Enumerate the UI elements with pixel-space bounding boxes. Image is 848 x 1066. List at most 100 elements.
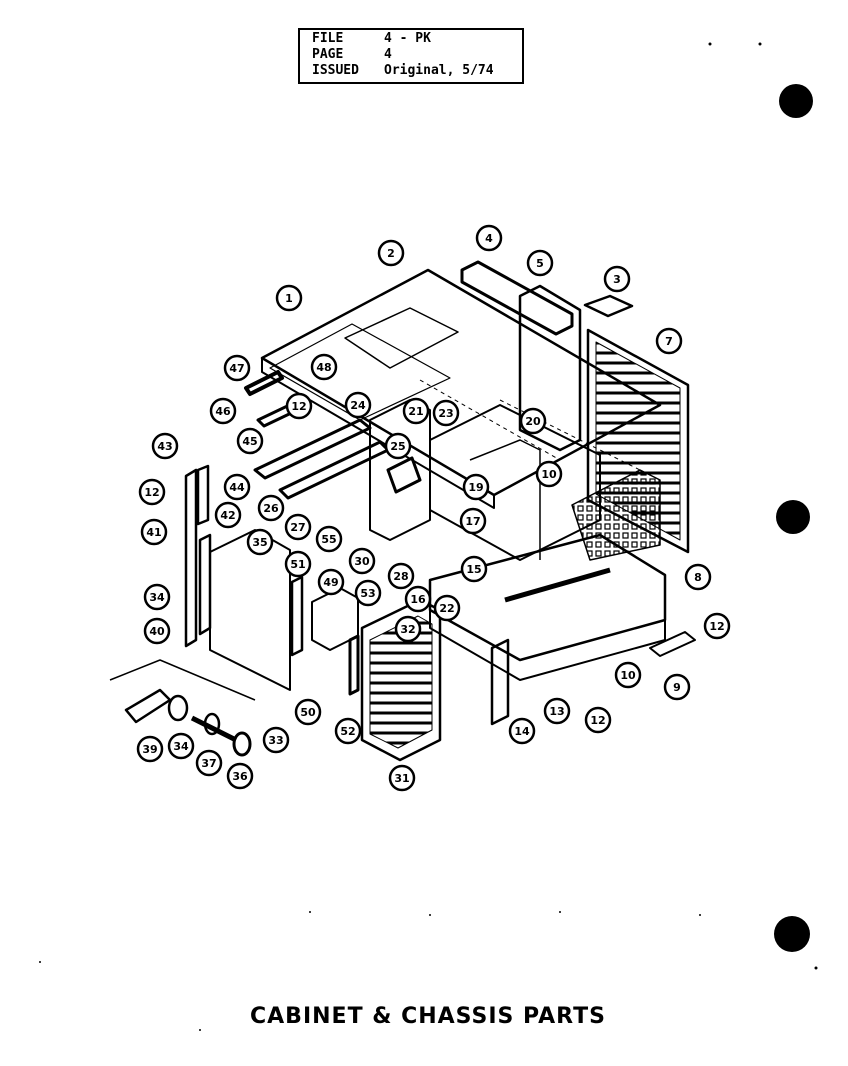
- callout-number: 50: [300, 706, 316, 719]
- side-strip-42: [198, 533, 212, 636]
- callout-43: 43: [151, 432, 179, 460]
- callout-number: 28: [393, 570, 408, 583]
- callout-35: 35: [246, 528, 274, 556]
- side-strip-43: [196, 464, 210, 526]
- bulkhead-divider: [469, 439, 541, 560]
- callout-circle: [526, 249, 554, 277]
- callout-50: 50: [294, 698, 322, 726]
- callout-circle: [584, 706, 612, 734]
- callout-circle: [317, 568, 345, 596]
- callout-25: 25: [384, 432, 412, 460]
- callout-36: 36: [226, 762, 254, 790]
- callout-circle: [432, 399, 460, 427]
- callout-number: 47: [229, 362, 244, 375]
- file-value: 4 - PK: [384, 31, 431, 46]
- rear-grille-frame: [586, 328, 690, 554]
- callout-number: 4: [485, 232, 493, 245]
- issued-label: ISSUED: [312, 63, 359, 78]
- callout-circle: [603, 265, 631, 293]
- callout-number: 5: [536, 257, 544, 270]
- callout-48: 48: [310, 353, 338, 381]
- callout-circle: [460, 555, 488, 583]
- callout-circle: [614, 661, 642, 689]
- callout-number: 34: [173, 740, 189, 753]
- callout-circle: [663, 673, 691, 701]
- control-knob-25: [386, 456, 422, 494]
- callout-circle: [315, 525, 343, 553]
- callout-circle: [143, 617, 171, 645]
- chassis-base: [428, 533, 667, 662]
- callout-circle: [195, 749, 223, 777]
- callout-circle: [519, 407, 547, 435]
- callout-number: 23: [438, 407, 453, 420]
- callout-16: 16: [404, 585, 432, 613]
- callout-number: 30: [354, 555, 370, 568]
- callout-12: 12: [285, 392, 313, 420]
- bracket-39: [124, 688, 172, 724]
- callout-52: 52: [334, 717, 362, 745]
- callout-number: 40: [149, 625, 165, 638]
- callout-10: 10: [535, 460, 563, 488]
- issued-value: Original, 5/74: [384, 63, 494, 78]
- callout-circle: [535, 460, 563, 488]
- side-panel-34: [209, 529, 291, 691]
- page-value: 4: [384, 47, 392, 62]
- callout-circle: [462, 473, 490, 501]
- callout-circle: [294, 698, 322, 726]
- callout-19: 19: [462, 473, 490, 501]
- callout-37: 37: [195, 749, 223, 777]
- callout-number: 43: [157, 440, 172, 453]
- file-label: FILE: [312, 31, 344, 46]
- callout-21: 21: [402, 397, 430, 425]
- callout-circle: [138, 478, 166, 506]
- callout-circle: [655, 327, 683, 355]
- issued-row: ISSUED Original, 5/74: [312, 64, 494, 78]
- callout-number: 48: [316, 361, 331, 374]
- callout-circle: [262, 726, 290, 754]
- callout-circle: [684, 563, 712, 591]
- scan-specks: [39, 42, 818, 1031]
- callout-46: 46: [209, 397, 237, 425]
- callout-number: 26: [263, 502, 279, 515]
- bracket-9: [649, 631, 696, 657]
- callout-7: 7: [655, 327, 683, 355]
- callout-number: 34: [149, 591, 165, 604]
- callout-34: 34: [167, 732, 195, 760]
- callout-22: 22: [433, 594, 461, 622]
- callout-26: 26: [257, 494, 285, 522]
- callout-circle: [136, 735, 164, 763]
- callout-number: 13: [549, 705, 564, 718]
- callout-number: 24: [350, 399, 366, 412]
- callout-circle: [223, 354, 251, 382]
- callout-23: 23: [432, 399, 460, 427]
- callout-number: 46: [215, 405, 231, 418]
- side-strip-41: [184, 468, 198, 648]
- callout-circle: [236, 427, 264, 455]
- strip-51: [290, 575, 304, 657]
- callout-number: 9: [673, 681, 681, 694]
- rail-47: [244, 370, 284, 396]
- callout-number: 55: [321, 533, 336, 546]
- page-label: PAGE: [312, 47, 344, 62]
- callout-circle: [543, 697, 571, 725]
- top-cover-recess: [269, 323, 451, 421]
- callout-53: 53: [354, 579, 382, 607]
- base-rail-13: [504, 567, 611, 603]
- callout-number: 22: [439, 602, 454, 615]
- rear-gasket-4: [460, 260, 574, 336]
- callout-3: 3: [603, 265, 631, 293]
- callout-number: 42: [220, 509, 235, 522]
- callout-number: 52: [340, 725, 355, 738]
- hidden-lines: [419, 379, 641, 471]
- callout-12: 12: [138, 478, 166, 506]
- callout-circle: [310, 353, 338, 381]
- callout-45: 45: [236, 427, 264, 455]
- callout-number: 49: [323, 576, 338, 589]
- callout-number: 10: [620, 669, 636, 682]
- callout-number: 33: [268, 734, 283, 747]
- base-pan: [429, 610, 666, 681]
- shaft-37: [190, 715, 238, 743]
- washer-34: [167, 694, 189, 722]
